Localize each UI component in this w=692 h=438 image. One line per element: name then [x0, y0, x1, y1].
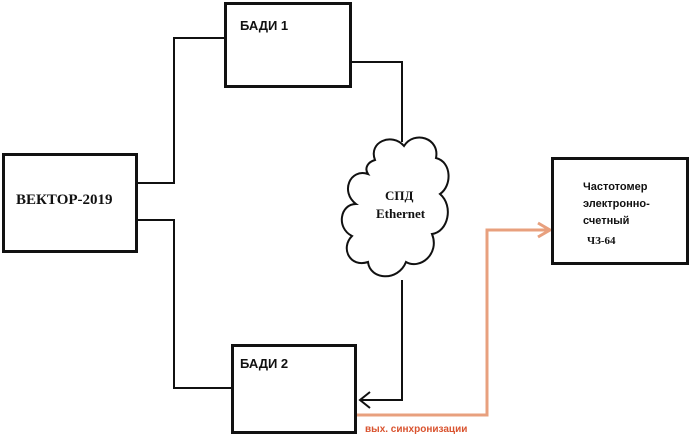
network-cloud — [341, 136, 450, 278]
link-badi1-network — [352, 61, 403, 142]
frequency-meter-label-line1: Частотомер — [583, 181, 648, 193]
sync-output-line — [357, 228, 549, 417]
node-badi1 — [224, 2, 352, 88]
link-vector-badi1 — [138, 37, 224, 184]
arrowhead-badi2 — [358, 391, 371, 409]
node-vector-2019-label: ВЕКТОР-2019 — [16, 192, 113, 208]
arrowhead-frequency-meter — [537, 221, 553, 239]
network-label-line2: Ethernet — [376, 206, 426, 221]
network-label-line1: СПД — [385, 188, 414, 203]
node-badi2-label: БАДИ 2 — [240, 356, 289, 371]
node-badi2 — [231, 344, 357, 434]
frequency-meter-label-line4: ЧЗ-64 — [587, 235, 616, 247]
node-frequency-meter — [551, 157, 689, 265]
link-vector-badi2 — [138, 219, 231, 389]
frequency-meter-label-line2: электронно- — [583, 198, 650, 210]
sync-output-label: вых. синхронизации — [365, 424, 468, 435]
node-badi1-label: БАДИ 1 — [240, 18, 289, 33]
frequency-meter-label-line3: счетный — [583, 215, 630, 227]
node-vector-2019 — [2, 153, 138, 253]
link-network-badi2 — [360, 280, 403, 401]
